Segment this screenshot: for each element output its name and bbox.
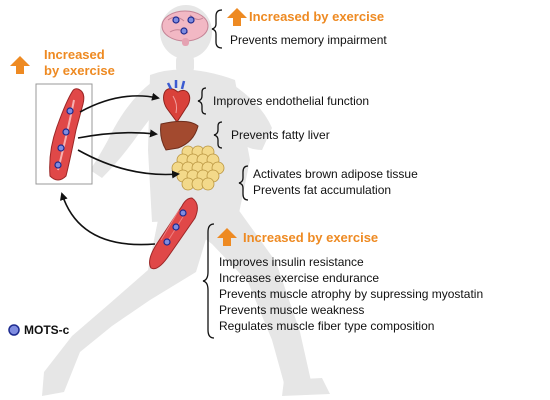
arrow-to-liver <box>77 129 158 139</box>
muscle-effect-1: Improves insulin resistance <box>219 255 364 269</box>
fat-cell <box>201 177 215 191</box>
brain-icon <box>161 10 209 46</box>
up-arrow-icon <box>10 56 30 74</box>
heart-icon <box>163 80 191 123</box>
up-arrow-icon <box>217 228 237 246</box>
arrow-to-heart <box>79 92 160 113</box>
brace-adipose <box>238 165 249 201</box>
legend-label: MOTS-c <box>24 323 70 337</box>
muscle-heading: Increased by exercise <box>243 230 379 245</box>
adipose-effect-1: Activates brown adipose tissue <box>253 167 418 181</box>
muscle-effect-4: Prevents muscle weakness <box>219 303 365 317</box>
brace-brain <box>211 9 223 49</box>
muscle-effect-5: Regulates muscle fiber type composition <box>219 319 435 333</box>
blood-vessel-icon <box>49 88 85 181</box>
muscle-effect-2: Increases exercise endurance <box>219 271 380 285</box>
brace-heart <box>197 87 207 115</box>
adipose-effect-2: Prevents fat accumulation <box>253 183 392 197</box>
muscle-effect-3: Prevents muscle atrophy by supressing my… <box>219 287 484 301</box>
arrow-to-adipose <box>77 149 180 179</box>
arrow-muscle-to-vessel <box>60 192 156 246</box>
brain-heading: Increased by exercise <box>249 9 385 24</box>
liver-icon <box>160 120 199 151</box>
heart-effect: Improves endothelial function <box>213 94 370 108</box>
vessel-heading-line2: by exercise <box>44 63 115 78</box>
brain-effect: Prevents memory impairment <box>230 33 387 47</box>
muscle-icon <box>149 197 198 270</box>
mots-c-legend-dot <box>8 324 20 336</box>
brace-liver <box>213 121 223 149</box>
brace-muscle <box>202 223 215 339</box>
liver-effect: Prevents fatty liver <box>231 128 330 142</box>
vessel-heading-line1: Increased <box>44 47 105 62</box>
up-arrow-icon <box>227 8 247 26</box>
adipose-tissue-icon <box>171 145 225 191</box>
